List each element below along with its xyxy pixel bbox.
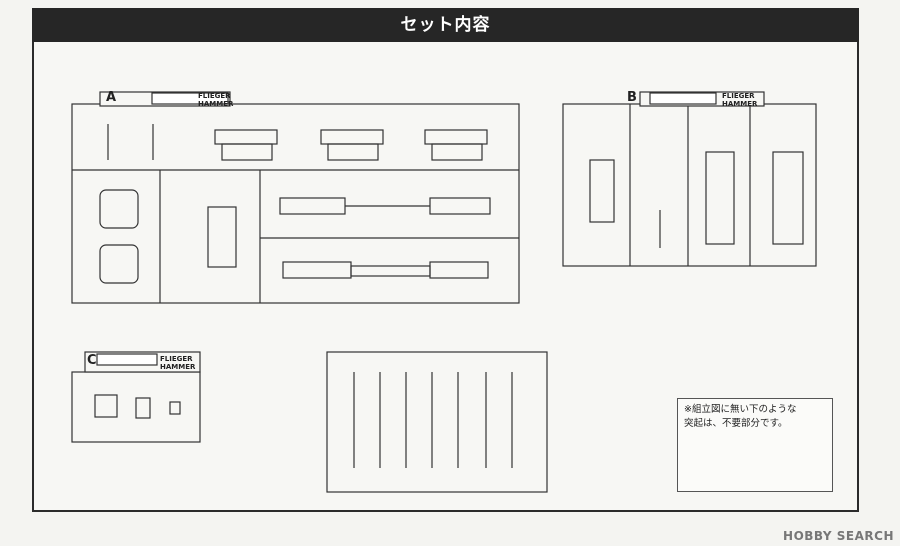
sprue-b-frame xyxy=(562,91,817,267)
sprue-a-label: A xyxy=(106,90,117,105)
sprue-b-parts xyxy=(589,151,804,248)
sprue-a-frame xyxy=(71,91,520,304)
sprue-c-parts xyxy=(94,394,181,419)
watermark: HOBBY SEARCH xyxy=(783,529,894,543)
note-box: ※組立図に無い下のような 突起は、不要部分です。 xyxy=(677,398,833,492)
sprue-a-name: FLIEGER HAMMER xyxy=(198,92,233,108)
sprue-b-name: FLIEGER HAMMER xyxy=(722,92,757,108)
sprue-a-name-line2: HAMMER xyxy=(198,100,234,108)
section-header: セット内容 xyxy=(32,8,859,42)
sprue-c-frame xyxy=(71,351,201,443)
sprue-a-parts xyxy=(99,124,491,284)
sprue-a-name-line1: FLIEGER xyxy=(198,92,231,100)
sprue-b-label: B xyxy=(627,90,637,105)
sprue-c-label: C xyxy=(87,353,97,368)
sprue-c-name-line2: HAMMER xyxy=(160,363,196,371)
note-line-2: 突起は、不要部分です。 xyxy=(684,418,788,429)
sprue-c-name: FLIEGER HAMMER xyxy=(160,355,195,371)
sprue-d-frame xyxy=(326,351,548,493)
sprue-b-name-line2: HAMMER xyxy=(722,100,758,108)
sprue-c-name-line1: FLIEGER xyxy=(160,355,193,363)
sprue-b-name-line1: FLIEGER xyxy=(722,92,755,100)
note-line-1: ※組立図に無い下のような xyxy=(684,404,797,415)
sprue-d-parts xyxy=(353,372,513,468)
page-title: セット内容 xyxy=(400,15,491,35)
note-text: ※組立図に無い下のような 突起は、不要部分です。 xyxy=(684,403,796,431)
